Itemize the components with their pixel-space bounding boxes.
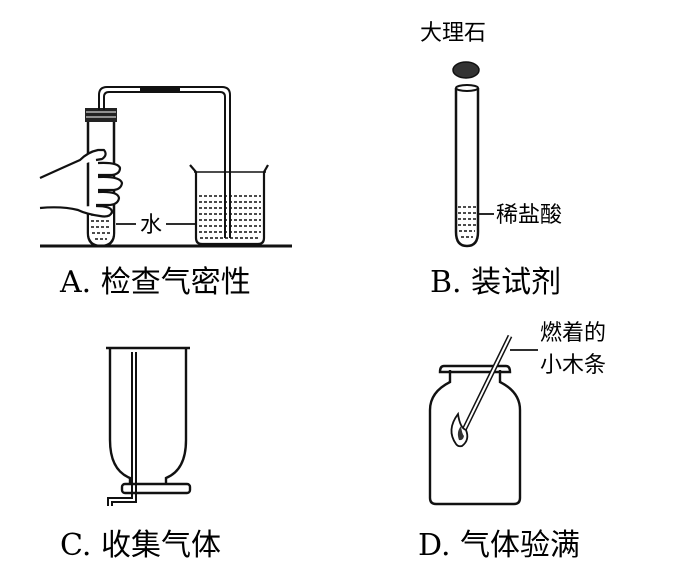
water-label: 水 bbox=[140, 213, 162, 238]
caption-c: C. 收集气体 bbox=[60, 528, 221, 563]
acid-label: 稀盐酸 bbox=[496, 203, 562, 228]
stick-label-line1: 燃着的 bbox=[540, 321, 606, 346]
gas-bottle bbox=[428, 364, 522, 506]
marble-label: 大理石 bbox=[420, 21, 486, 46]
delivery-tube bbox=[98, 86, 231, 238]
panel-c: C. 收集气体 bbox=[60, 346, 221, 563]
panel-b: 大理石 稀盐酸 B. 装试剂 bbox=[420, 21, 562, 300]
bottle-mouth bbox=[120, 482, 192, 495]
caption-a: A. 检查气密性 bbox=[59, 265, 251, 300]
wooden-stick bbox=[461, 334, 513, 432]
panel-a: 水 A. 检查气密性 bbox=[39, 86, 292, 300]
flame-icon bbox=[450, 411, 469, 448]
marble-chip bbox=[452, 61, 480, 79]
beaker bbox=[189, 164, 269, 246]
test-tube-a bbox=[86, 122, 116, 248]
caption-b: B. 装试剂 bbox=[430, 265, 561, 300]
caption-d: D. 气体验满 bbox=[418, 528, 580, 563]
inverted-bottle bbox=[106, 346, 190, 490]
panel-d: 燃着的 小木条 D. 气体验满 bbox=[418, 321, 606, 563]
water-label-group: 水 bbox=[116, 213, 196, 238]
rubber-stopper bbox=[85, 108, 117, 122]
test-tube-b bbox=[454, 84, 480, 248]
gas-tube bbox=[107, 352, 137, 506]
stick-label-line2: 小木条 bbox=[540, 353, 606, 378]
hand bbox=[39, 148, 124, 218]
